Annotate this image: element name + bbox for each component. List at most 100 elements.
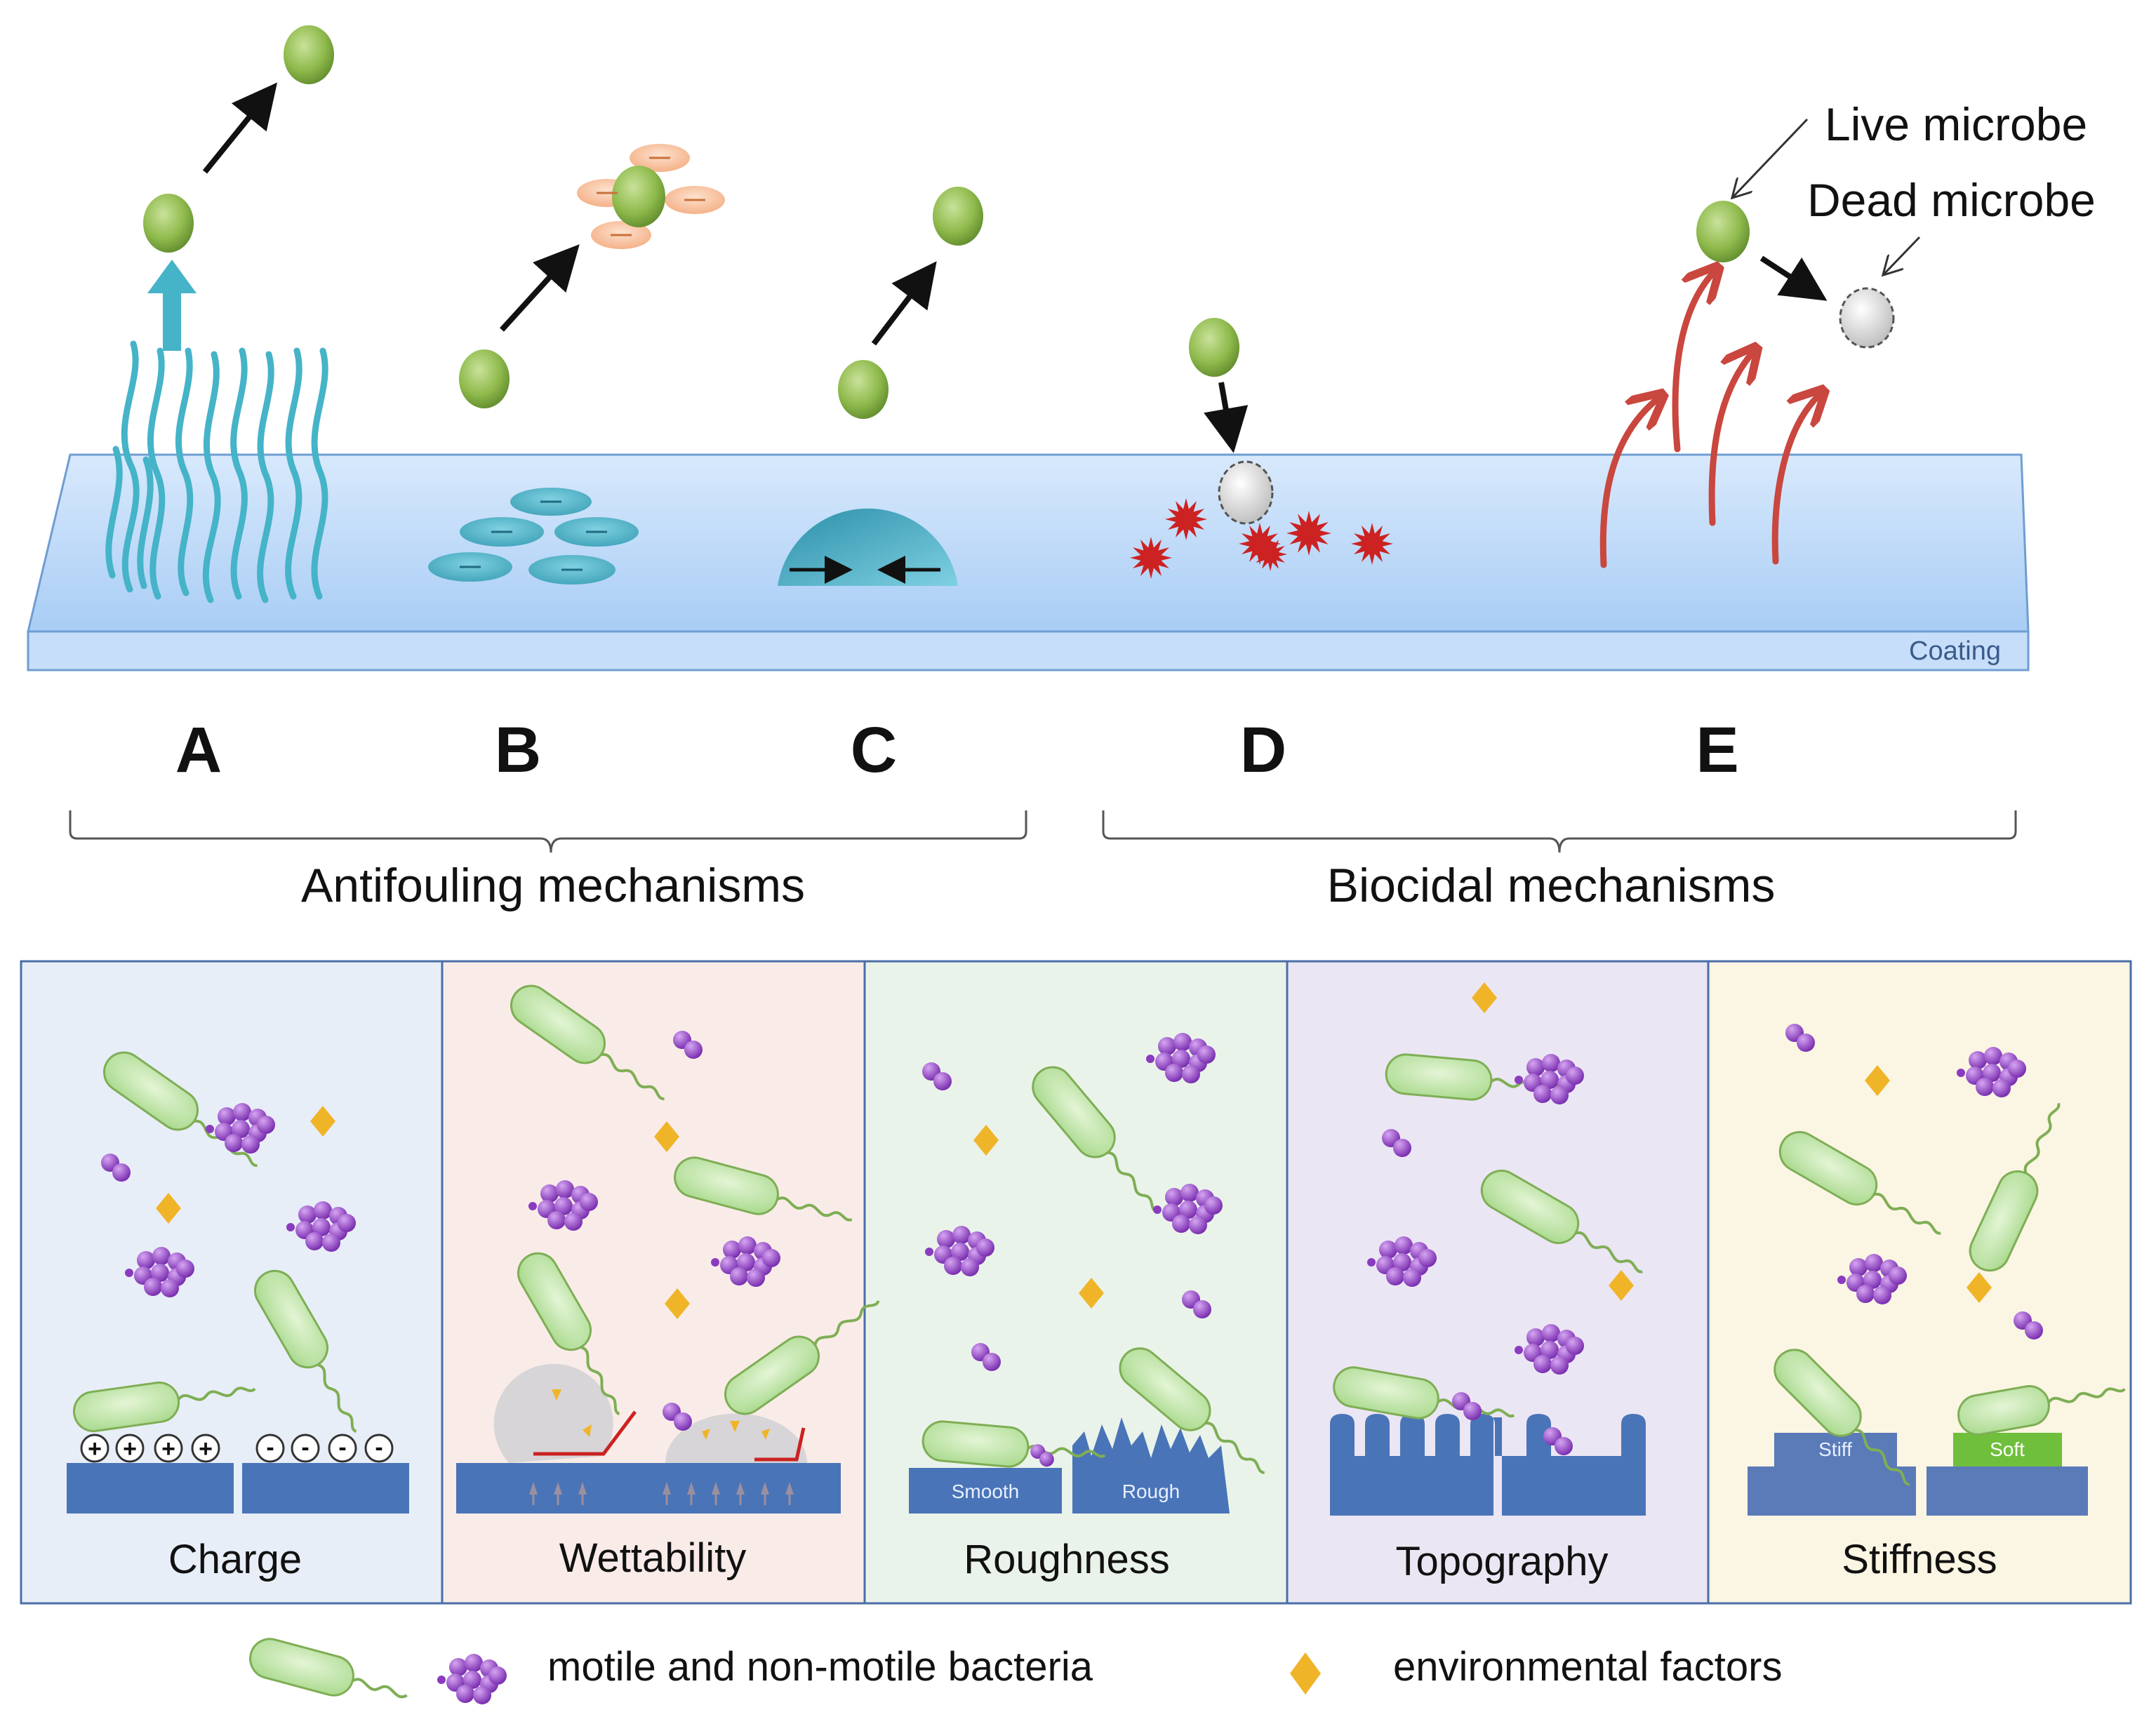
surface-energy-arrow (785, 1482, 794, 1495)
escape-arrow (500, 244, 580, 332)
surface-energy-arrow (663, 1482, 671, 1495)
live-microbe-label: Live microbe (1825, 98, 2087, 150)
positive-charge-icon (80, 1434, 109, 1463)
surface-energy-arrow (687, 1482, 696, 1495)
live-microbe-pointer (1734, 118, 1809, 196)
smooth-substrate (909, 1468, 1062, 1513)
topography-substrate (1330, 1414, 1646, 1516)
environmental-factor-icon (1967, 1272, 1992, 1303)
non-motile-bacteria-pair (1030, 1444, 1054, 1467)
dead-microbe (1839, 287, 1895, 349)
non-motile-bacteria-cluster (711, 1236, 780, 1287)
panel-title-topography: Topography (1395, 1539, 1608, 1584)
live-microbe (1696, 201, 1750, 262)
positive-charge-sign: + (88, 1436, 102, 1462)
blue-up-arrow-icon (147, 260, 197, 351)
panel-title-charge: Charge (168, 1537, 302, 1582)
negative-charge-icon (364, 1434, 394, 1463)
non-motile-bacteria-cluster (1367, 1236, 1437, 1287)
environmental-factor-icon (1609, 1270, 1634, 1301)
legend-non-motile-bacteria-icon (437, 1654, 507, 1704)
non-motile-bacteria-pair (1182, 1290, 1211, 1318)
mechanism-b-negative-charge (428, 488, 639, 584)
live-microbe (838, 360, 889, 419)
escape-arrow (202, 82, 278, 174)
surface-energy-arrow (761, 1482, 769, 1495)
panel-bacteria (72, 982, 2126, 1486)
panel-title-stiffness: Stiffness (1842, 1537, 1997, 1582)
environmental-factor-icon (654, 1121, 679, 1152)
legend-environmental-factor-icon (1290, 1652, 1321, 1695)
attach-arrow (1204, 382, 1249, 453)
motile-bacterium (921, 1420, 1106, 1468)
stiffness-substrate-left (1748, 1466, 1916, 1516)
negative-charge-icon (291, 1434, 320, 1463)
positive-charge-icon (154, 1434, 183, 1463)
label-a: A (175, 714, 222, 786)
negative-charge-sign: - (266, 1434, 274, 1461)
positive-charge-sign: + (161, 1436, 175, 1462)
antifouling-label: Antifouling mechanisms (301, 859, 805, 912)
charge-substrate-negative (242, 1463, 409, 1513)
environmental-factor-icon (665, 1288, 690, 1319)
stiffness-substrate-right (1927, 1466, 2088, 1516)
motile-bacterium (1119, 1347, 1265, 1474)
motile-bacterium (1032, 1066, 1158, 1213)
spike-icon (1286, 511, 1331, 556)
live-microbe (459, 349, 510, 408)
environmental-factor-icon (1079, 1278, 1104, 1309)
negative-charges: ---- (255, 1434, 394, 1463)
label-e: E (1696, 714, 1738, 786)
motile-bacterium (254, 1269, 357, 1434)
rough-substrate (1072, 1417, 1230, 1513)
mechanism-a-polymer-brush (105, 340, 328, 603)
non-motile-bacteria-cluster (1515, 1324, 1584, 1375)
negative-charge-icon (328, 1434, 357, 1463)
antifouling-brace (69, 810, 1027, 853)
non-motile-bacteria-pair (663, 1403, 692, 1431)
motile-bacterium (517, 1252, 620, 1416)
motile-bacterium (1957, 1385, 2126, 1436)
biocidal-brace (1102, 810, 2017, 853)
live-microbe (143, 194, 194, 253)
environmental-factor-icon (310, 1106, 335, 1137)
non-motile-bacteria-cluster (125, 1247, 194, 1297)
dead-microbe-label: Dead microbe (1807, 174, 2096, 226)
live-microbe (284, 25, 334, 84)
escape-arrow (871, 261, 937, 346)
non-motile-bacteria-pair (2014, 1311, 2043, 1339)
non-motile-bacteria-pair (971, 1343, 1001, 1371)
non-motile-bacteria-pair (1543, 1427, 1573, 1455)
mechanism-c-hydration-layer (778, 508, 958, 586)
dead-microbe (1218, 460, 1274, 525)
positive-charge-icon (191, 1434, 220, 1463)
negative-charge-sign: - (375, 1434, 382, 1461)
coating-slab (27, 453, 2030, 671)
panel-title-roughness: Roughness (964, 1537, 1169, 1582)
charge-substrate-positive (67, 1463, 234, 1513)
positive-charges: ++++ (80, 1434, 220, 1463)
label-b: B (495, 714, 541, 786)
environmental-factor-icon (156, 1193, 181, 1224)
smooth-label: Smooth (952, 1481, 1020, 1502)
non-motile-bacteria-pair (101, 1154, 131, 1182)
non-motile-bacteria-pair (673, 1031, 703, 1059)
non-motile-bacteria-cluster (206, 1103, 275, 1154)
motile-bacterium (674, 1156, 853, 1222)
surface-energy-arrow (578, 1482, 587, 1495)
dead-microbe-pointer (1884, 236, 1921, 274)
spike-icon (1165, 498, 1207, 540)
surface-energy-arrow (736, 1482, 745, 1495)
live-microbe (1189, 318, 1239, 377)
non-motile-bacteria-cluster (1515, 1054, 1584, 1104)
negative-charge-sign: - (338, 1434, 346, 1461)
spike-icon (1253, 537, 1287, 571)
water-droplets (493, 1363, 807, 1505)
spike-icon (1130, 537, 1172, 579)
live-microbe (933, 187, 983, 246)
motile-bacterium (72, 1381, 256, 1433)
soft-layer (1953, 1433, 2062, 1466)
kill-arrow (1759, 255, 1828, 301)
spike-icon (1351, 523, 1393, 565)
